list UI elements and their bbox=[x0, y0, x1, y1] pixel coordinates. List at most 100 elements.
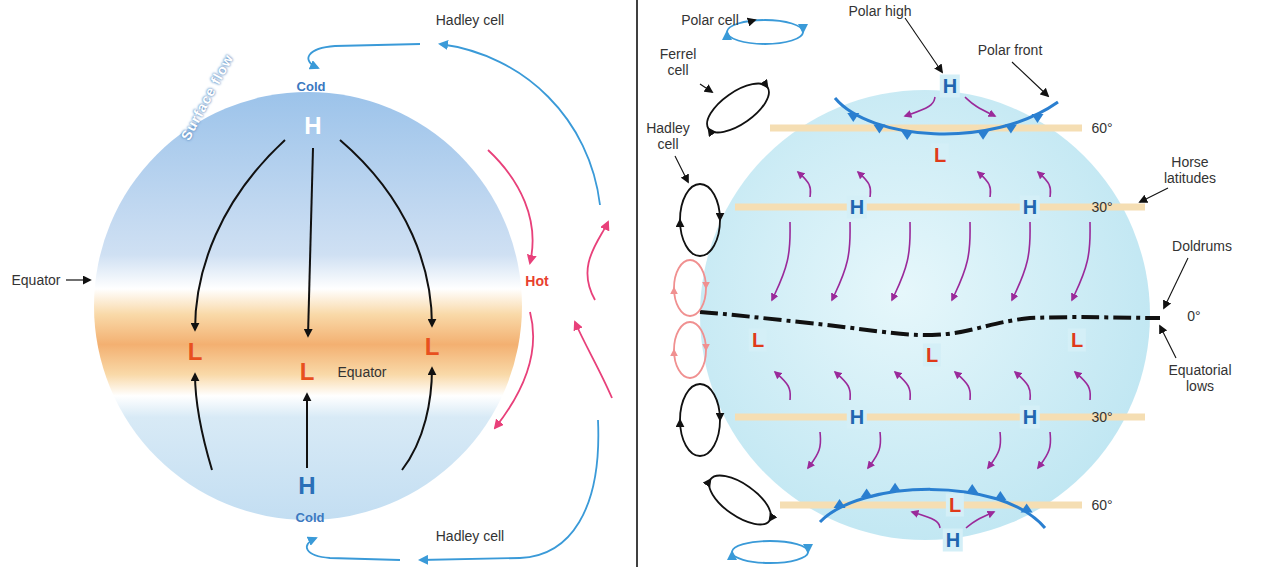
pressure-low: L bbox=[188, 338, 203, 366]
cell-loop bbox=[701, 479, 769, 533]
globe bbox=[94, 92, 522, 520]
leader-line bbox=[66, 279, 90, 280]
globe bbox=[700, 90, 1150, 540]
cell-loop bbox=[732, 541, 808, 552]
wind-arrow bbox=[955, 372, 970, 400]
cell-loop bbox=[709, 87, 777, 141]
wind-arrow bbox=[978, 172, 991, 197]
wind-arrow bbox=[775, 372, 790, 400]
pressure-low: L bbox=[946, 494, 964, 517]
pressure-high: H bbox=[940, 75, 960, 98]
pressure-high: H bbox=[847, 196, 867, 219]
wind-arrow bbox=[868, 432, 881, 468]
zone-label: Doldrums bbox=[1172, 238, 1232, 254]
equator-label: Equator bbox=[11, 272, 60, 288]
zone-label: Horse latitudes bbox=[1148, 154, 1232, 186]
cell-loop bbox=[732, 552, 808, 563]
pressure-high: H bbox=[847, 406, 867, 429]
wind-arrow bbox=[858, 172, 871, 197]
front-triangle bbox=[834, 499, 846, 508]
cell-loop bbox=[674, 322, 706, 350]
cell-loop bbox=[711, 466, 779, 520]
cell-loop bbox=[674, 350, 706, 378]
cell-label: Ferrel cell bbox=[654, 46, 702, 78]
latitude-label: 30° bbox=[1091, 199, 1112, 215]
wind-arrow bbox=[835, 372, 850, 400]
latitude-label: 60° bbox=[1091, 497, 1112, 513]
pressure-low: L bbox=[931, 144, 949, 167]
wind-arrow bbox=[988, 432, 1001, 468]
pressure-low: L bbox=[749, 329, 767, 352]
cell-loop bbox=[674, 260, 706, 288]
front-triangle bbox=[889, 483, 901, 492]
pressure-low: L bbox=[425, 333, 440, 361]
wind-arrow bbox=[798, 172, 811, 197]
latitude-label: 60° bbox=[1091, 120, 1112, 136]
front-triangle bbox=[1021, 503, 1033, 512]
cell-label: Hadley cell bbox=[643, 120, 693, 152]
wind-arrow bbox=[1075, 372, 1090, 400]
leader-lines bbox=[675, 18, 1188, 358]
wind-arrow bbox=[952, 222, 970, 300]
pressure-low: L bbox=[1068, 329, 1086, 352]
latitude-label: 30° bbox=[1091, 409, 1112, 425]
wind-arrow bbox=[1038, 432, 1051, 468]
divider bbox=[636, 0, 638, 567]
front-triangles bbox=[834, 113, 1044, 512]
front-triangle bbox=[873, 125, 885, 134]
pressure-high: H bbox=[1020, 196, 1040, 219]
wind-arrow bbox=[966, 512, 994, 528]
front-label: Polar front bbox=[978, 42, 1043, 58]
cell-label: Polar cell bbox=[681, 12, 739, 28]
cell-loop bbox=[674, 288, 706, 316]
equator-label: Equator bbox=[337, 364, 386, 380]
pressure-high: H bbox=[298, 472, 315, 500]
cell-loop bbox=[680, 220, 720, 256]
pressure-high: H bbox=[943, 529, 963, 552]
temperature-label: Hot bbox=[525, 273, 548, 289]
polar-front bbox=[835, 98, 1058, 134]
front-triangle bbox=[1005, 124, 1017, 133]
front-triangle bbox=[994, 491, 1006, 500]
wind-arrow bbox=[1015, 372, 1030, 400]
flow-label: Surface flow bbox=[178, 51, 237, 143]
wind-arrow bbox=[905, 97, 935, 116]
wind-arrow bbox=[772, 222, 790, 300]
pressure-high: H bbox=[304, 112, 321, 140]
pressure-low: L bbox=[923, 344, 941, 367]
latitude-label: 0° bbox=[1187, 308, 1200, 324]
temperature-label: Cold bbox=[296, 511, 325, 526]
cell-label: Hadley cell bbox=[436, 528, 504, 544]
zone-label: Equatorial lows bbox=[1158, 362, 1242, 394]
pressure-label: Polar high bbox=[848, 3, 911, 19]
wind-arrow bbox=[832, 222, 850, 300]
temperature-label: Cold bbox=[297, 80, 326, 95]
front-triangle bbox=[901, 131, 913, 140]
hadley-upper-flow bbox=[307, 44, 600, 560]
wind-arrow bbox=[912, 512, 940, 528]
wind-arrows bbox=[772, 97, 1090, 528]
wind-arrow bbox=[965, 97, 995, 116]
pressure-high: H bbox=[1020, 406, 1040, 429]
surface-flow-arrows bbox=[195, 140, 432, 470]
wind-arrow bbox=[808, 432, 821, 468]
front-triangle bbox=[861, 489, 873, 498]
front-triangle bbox=[847, 113, 859, 122]
cell-loop bbox=[680, 184, 720, 220]
wind-arrow bbox=[895, 372, 910, 400]
circulation-cells bbox=[674, 20, 808, 563]
wind-arrow bbox=[1038, 172, 1051, 197]
cell-label: Hadley cell bbox=[436, 12, 504, 28]
polar-front bbox=[820, 489, 1045, 528]
pressure-low: L bbox=[300, 358, 315, 386]
cell-loop bbox=[680, 420, 720, 456]
wind-arrow bbox=[892, 222, 910, 300]
cell-loop bbox=[699, 74, 767, 128]
cell-loop bbox=[727, 32, 803, 44]
wind-arrow bbox=[1012, 222, 1030, 300]
hadley-warm-flow bbox=[488, 150, 612, 428]
equator-line bbox=[700, 312, 1160, 335]
front-triangle bbox=[966, 484, 978, 493]
cell-loop bbox=[680, 384, 720, 420]
